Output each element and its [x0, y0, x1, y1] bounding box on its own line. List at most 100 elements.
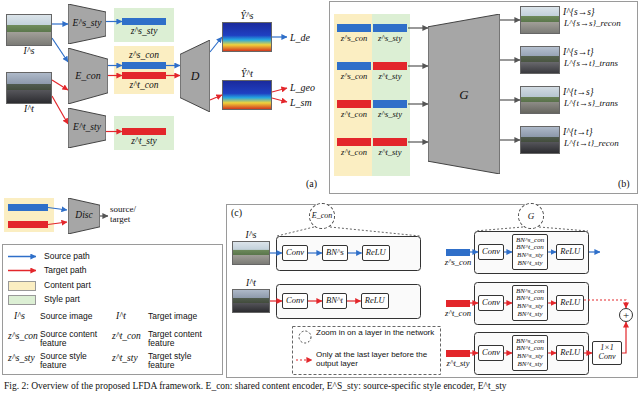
legend-text: Target content feature	[148, 330, 218, 349]
content-bar	[337, 100, 371, 108]
discriminator: Disc	[68, 198, 100, 234]
legend-frame	[293, 327, 441, 375]
module-name: E_con	[75, 71, 101, 81]
legend-sample	[8, 270, 36, 272]
trapezoid-outline	[68, 4, 106, 44]
sum-sign: +	[623, 310, 629, 321]
feature-label: z^t_sty	[447, 359, 470, 368]
zoom-circle: E_con	[309, 203, 335, 229]
relu-layer: ReLU	[556, 244, 584, 259]
legend-swatch	[8, 295, 36, 305]
trapezoid-outline	[68, 108, 106, 148]
zoom-label: E_con	[312, 212, 332, 220]
feature-bar: z^t_sty	[122, 128, 166, 135]
feature-pair: z^t_conz^s_sty	[336, 100, 408, 108]
loss-label: L_geo	[290, 82, 315, 93]
feature-bar: z^s_con	[446, 249, 470, 256]
legend-text: Target path	[44, 266, 87, 275]
feature-label: z^s_con	[341, 34, 368, 43]
legend-zoom-circle	[299, 331, 311, 343]
layer-block	[277, 285, 421, 319]
content-band	[4, 198, 54, 232]
legend-symbol: I^t	[116, 311, 126, 321]
conv-1x1: 1×1 Conv	[592, 341, 622, 365]
trapezoid-outline	[180, 40, 210, 112]
connector	[504, 352, 512, 353]
content-band	[114, 46, 174, 94]
bn-stack: BN^s_conBN^t_conBN^s_styBN^t_sty	[512, 285, 548, 322]
layer-block	[277, 237, 421, 271]
layer-name: BN^t_sty	[516, 260, 544, 268]
loss-label: L_sm	[290, 97, 312, 108]
content-bar	[337, 138, 371, 146]
connector	[408, 141, 428, 142]
layer-block	[475, 232, 589, 274]
connector	[106, 131, 122, 132]
output-label: source/ target	[110, 205, 152, 225]
image-label: I^s	[246, 231, 257, 241]
zoom-line	[475, 227, 523, 231]
target-image: I^t	[232, 289, 270, 313]
trapezoid-outline	[68, 198, 100, 234]
connector	[108, 65, 122, 66]
connector	[270, 300, 282, 301]
loss-label: L^{s→t}_trans	[564, 59, 618, 69]
layer-name: BN^s_con	[516, 338, 544, 346]
feature-label: z^t_con	[130, 81, 159, 91]
connector	[108, 75, 122, 76]
layer-name: BN^s_con	[516, 288, 544, 296]
style-bar	[373, 62, 407, 70]
layer-name: Conv	[286, 248, 304, 257]
legend-text: Source path	[44, 252, 90, 261]
style-band	[372, 14, 410, 176]
feature-label: z^s_sty	[378, 34, 402, 43]
layer-block	[475, 333, 589, 375]
generated-image: I^{t→s}	[520, 86, 560, 114]
image-label: Ŷ^t	[241, 70, 253, 80]
connector	[470, 302, 478, 303]
feature-bar	[8, 204, 48, 211]
loss-label: L_de	[290, 32, 310, 43]
connector	[52, 96, 68, 124]
module-name: E^s_sty	[73, 19, 102, 29]
sum-node: +	[619, 308, 633, 322]
feature-bar: z^s_sty	[122, 18, 166, 25]
connector	[548, 302, 556, 303]
target-image: I^t	[6, 72, 52, 104]
connector	[548, 352, 556, 353]
zoom-label: G	[528, 212, 535, 221]
feature-label: z^t_sty	[379, 72, 402, 81]
connector	[548, 251, 556, 252]
feature-bar: z^t_con	[446, 300, 470, 307]
source-path	[48, 208, 67, 211]
legend-frame	[3, 245, 223, 375]
connector	[52, 23, 68, 24]
module-name: G	[459, 88, 468, 101]
legend-symbol: z^t_sty	[112, 353, 138, 363]
feature-bar: z^t_sty	[446, 350, 470, 357]
legend-dotted-arrow	[296, 359, 312, 360]
layer-name: Conv	[286, 296, 304, 305]
panel-label: (a)	[306, 178, 317, 189]
legend-swatch	[8, 281, 36, 291]
style-band	[114, 116, 174, 150]
panel-label: (b)	[618, 178, 630, 189]
connector	[500, 59, 520, 60]
legend-text: Content part	[44, 281, 91, 290]
depth-map: Ŷ^s	[222, 22, 272, 52]
conv-layer: Conv	[478, 295, 504, 310]
layer-name: ReLU	[560, 348, 580, 357]
connector	[52, 38, 68, 62]
style-encoder: E^s_sty	[68, 4, 106, 44]
connector	[106, 21, 122, 22]
loss-arrow	[272, 36, 287, 37]
feature-label: z^t_con	[445, 309, 471, 318]
relu-layer: ReLU	[556, 345, 584, 360]
layer-name: BN^s_sty	[516, 252, 544, 260]
conv-layer: Conv	[282, 245, 308, 260]
layer-name: ReLU	[366, 248, 386, 257]
feature-pair: z^s_conz^s_sty	[336, 24, 408, 32]
zoom-line	[539, 227, 588, 231]
bn-stack: BN^s_conBN^t_conBN^s_styBN^t_sty	[512, 335, 548, 372]
